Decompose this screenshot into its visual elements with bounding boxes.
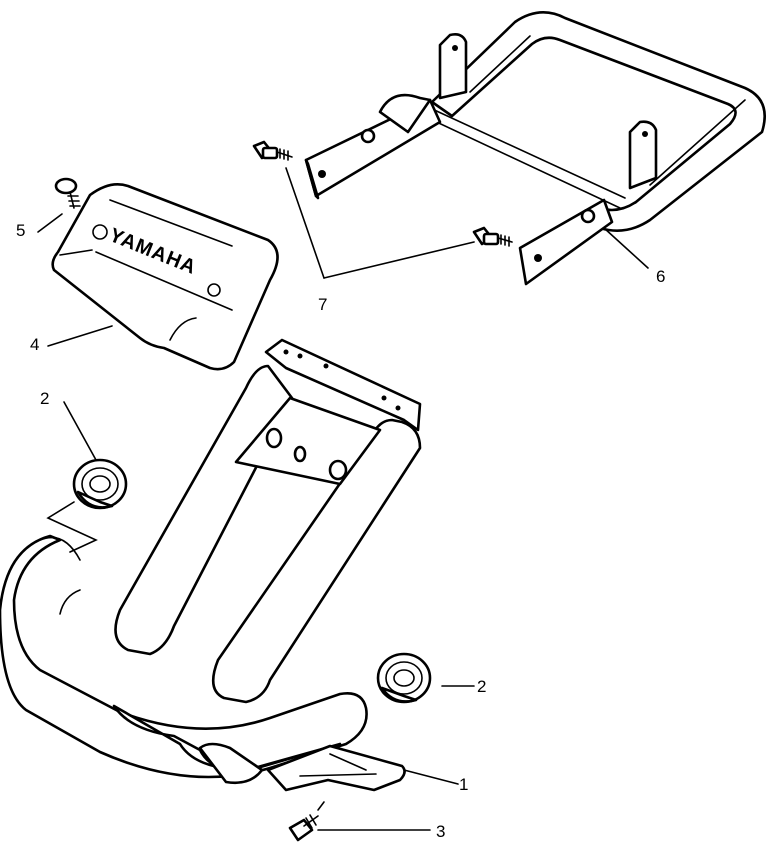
front-guard-frame bbox=[0, 338, 422, 785]
callout-labels: 1 2 2 3 4 5 6 7 bbox=[16, 221, 665, 841]
front-cover-part-4: YAMAHA bbox=[51, 183, 279, 371]
bolt-part-7-upper bbox=[252, 140, 293, 161]
callout-2-upper: 2 bbox=[40, 389, 49, 408]
screw-part-5 bbox=[54, 177, 81, 209]
leader-lines bbox=[37, 167, 649, 831]
grommet-part-2-lower bbox=[376, 652, 432, 704]
skid-plate-part-1 bbox=[266, 744, 406, 792]
callout-2-lower: 2 bbox=[477, 677, 486, 696]
callout-4: 4 bbox=[30, 335, 39, 354]
grommet-part-2-upper bbox=[72, 458, 128, 510]
rear-carrier-part-6 bbox=[304, 11, 766, 286]
callout-7: 7 bbox=[318, 295, 327, 314]
callout-6: 6 bbox=[656, 267, 665, 286]
callout-5: 5 bbox=[16, 221, 25, 240]
callout-3: 3 bbox=[436, 822, 445, 841]
screw-part-3 bbox=[288, 814, 319, 842]
bolt-part-7-lower bbox=[472, 226, 513, 247]
callout-1: 1 bbox=[459, 775, 468, 794]
